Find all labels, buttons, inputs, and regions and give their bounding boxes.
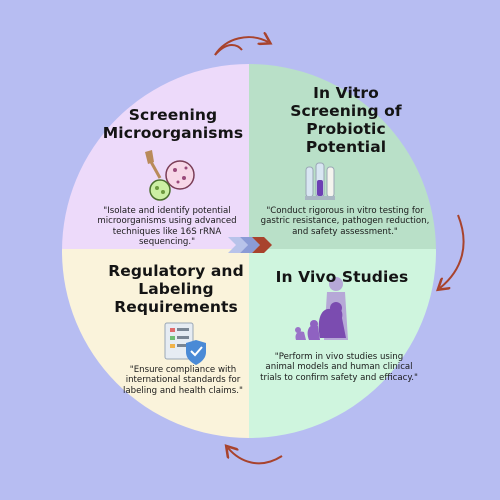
title-line: In Vitro: [313, 84, 379, 102]
quadrant-screening: Screening Microorganisms: [96, 106, 250, 142]
quadrant-desc-screening: "Isolate and identify potential microorg…: [97, 206, 237, 248]
quadrant-desc-in-vitro: "Conduct rigorous in vitro testing for g…: [260, 206, 430, 237]
quadrant-desc-regulatory: "Ensure compliance with international st…: [123, 365, 243, 396]
cycle-arrow-bottom: [228, 448, 283, 465]
title-line: Microorganisms: [102, 124, 244, 142]
petri-dish-dropper-icon: [145, 150, 195, 201]
quadrant-regulatory: Regulatory and Labeling Requirements: [104, 262, 248, 316]
quadrant-title-in-vivo: In Vivo Studies: [270, 268, 414, 286]
title-line: Probiotic: [306, 120, 386, 138]
test-tubes-icon: [305, 162, 335, 200]
checklist-shield-icon: [164, 322, 206, 365]
title-line: In Vivo Studies: [275, 268, 409, 286]
animals-human-silhouette-icon: [295, 277, 348, 340]
title-line: Potential: [305, 138, 387, 156]
quadrant-desc-in-vivo: "Perform in vivo studies using animal mo…: [260, 352, 418, 383]
title-line: Labeling: [138, 280, 214, 298]
quadrant-title-screening: Screening Microorganisms: [96, 106, 250, 142]
quadrant-in-vitro: In Vitro Screening of Probiotic Potentia…: [264, 84, 428, 156]
title-line: Screening: [128, 106, 218, 124]
cycle-arrow-top: [214, 37, 268, 56]
quadrant-title-regulatory: Regulatory and Labeling Requirements: [104, 262, 248, 316]
cycle-arrow-right: [440, 214, 465, 288]
chevron-arrows-icon: [228, 237, 272, 253]
title-line: Requirements: [114, 298, 238, 316]
cycle-arrow-top-curl: [214, 44, 243, 56]
quadrant-in-vivo: In Vivo Studies: [270, 268, 414, 286]
quadrant-title-in-vitro: In Vitro Screening of Probiotic Potentia…: [264, 84, 428, 156]
title-line: Regulatory and: [108, 262, 244, 280]
title-line: Screening of: [290, 102, 402, 120]
